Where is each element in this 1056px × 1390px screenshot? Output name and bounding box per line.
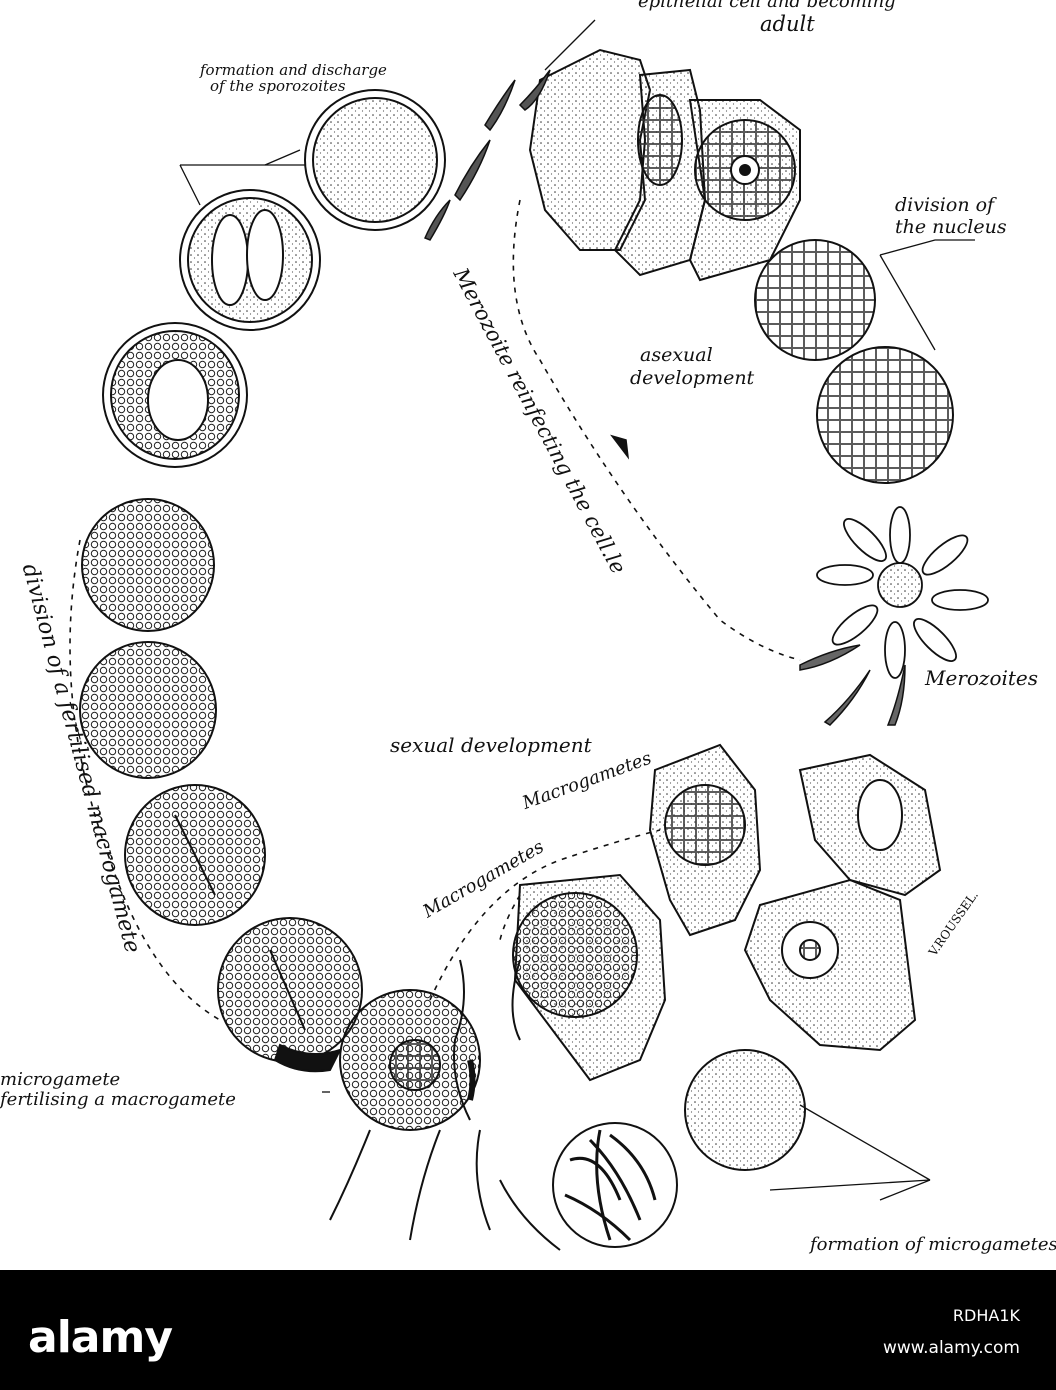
label-epithelial-cell: epithelial cell and becoming <box>638 0 896 12</box>
label-division-nucleus-1: division of <box>895 194 995 216</box>
life-cycle-diagram: epithelial cell and becoming adult forma… <box>0 0 1056 1255</box>
merozoites-free <box>799 644 906 726</box>
cycle-paths <box>69 199 801 1021</box>
sporozoite-cysts <box>102 89 446 468</box>
label-formation-discharge-1: formation and discharge <box>200 61 387 79</box>
site-url: www.alamy.com <box>882 1338 1020 1358</box>
diagram-drawing <box>69 19 989 1251</box>
label-asexual-2: development <box>630 367 755 389</box>
label-division-nucleus-2: the nucleus <box>895 216 1007 238</box>
microgametes <box>329 959 561 1251</box>
microgamete-formation <box>552 1122 678 1248</box>
label-formation-discharge-2: of the sporozoites <box>210 77 346 95</box>
label-sexual-development: sexual development <box>390 733 592 757</box>
label-microgamete-1: microgamete <box>0 1069 121 1090</box>
label-merozoites: Merozoites <box>925 666 1039 690</box>
label-asexual-1: asexual <box>640 344 713 366</box>
watermark-footer <box>0 1270 1056 1390</box>
label-formation-microgametes: formation of microgametes <box>810 1234 1056 1255</box>
label-adult: adult <box>760 12 815 36</box>
nucleus-division-cells <box>754 239 954 484</box>
arrow <box>610 434 630 460</box>
sporozoites <box>424 69 551 241</box>
fertilised-macrogamete-division <box>79 498 363 1073</box>
epithelial-cells <box>528 48 801 282</box>
pointer-lines <box>179 19 975 1201</box>
image-id: RDHA1K <box>952 1306 1020 1325</box>
alamy-logo: alamy <box>28 1312 173 1363</box>
sexual-development-cells <box>684 753 942 1171</box>
macrogametes <box>339 743 762 1131</box>
merozoite-rosette <box>816 506 989 679</box>
label-microgamete-2: fertilising a macrogamete <box>0 1089 236 1110</box>
